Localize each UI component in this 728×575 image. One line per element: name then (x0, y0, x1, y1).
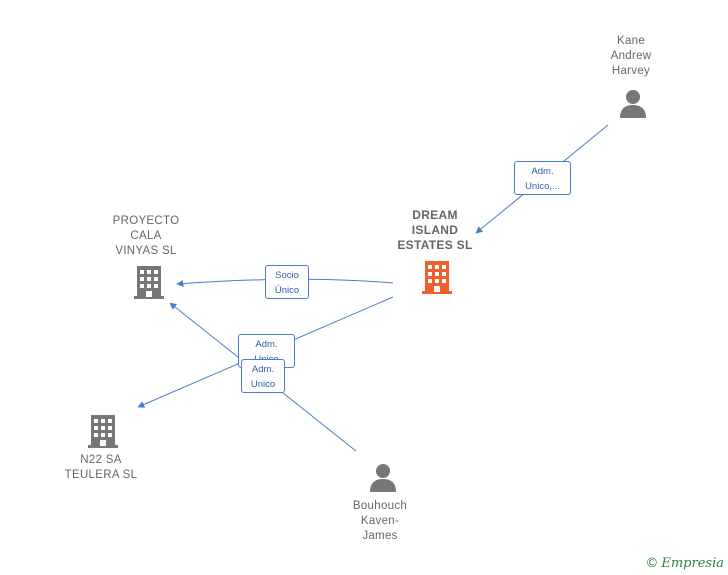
node-label-proyecto: PROYECTO CALA VINYAS SL (112, 215, 180, 257)
edge-label-dream-proyecto[interactable]: Socio Único (265, 265, 309, 299)
copyright-icon: © (645, 556, 659, 571)
node-label-bouhouch: Bouhouch Kaven- James (352, 500, 408, 542)
edge-label-kane-dream[interactable]: Adm. Unico,... (514, 161, 571, 195)
building-icon[interactable] (86, 413, 120, 449)
node-label-dream: DREAM ISLAND ESTATES SL (397, 208, 473, 252)
node-label-n22: N22 SA TEULERA SL (64, 454, 138, 481)
building-icon[interactable] (132, 264, 166, 300)
person-icon[interactable] (617, 88, 649, 120)
brand-logo[interactable]: ©Empresia (645, 556, 724, 571)
edge-label-bouhouch-proyecto[interactable]: Adm. Unico (241, 359, 285, 393)
person-icon[interactable] (367, 462, 399, 494)
brand-name: Empresia (661, 556, 724, 571)
building-icon-main[interactable] (420, 259, 454, 295)
node-label-kane: Kane Andrew Harvey (610, 35, 652, 77)
